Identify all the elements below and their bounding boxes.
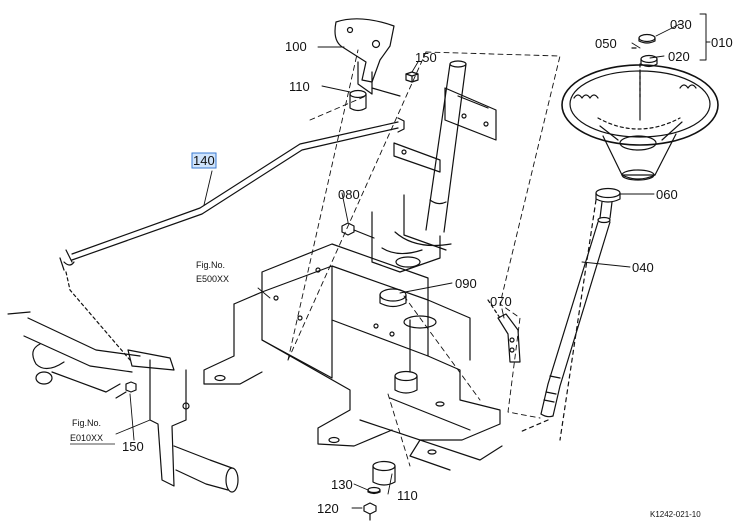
- label-150-top: 150: [415, 50, 437, 65]
- label-090: 090: [455, 276, 477, 291]
- part-labels: 100 110 150 140 080 090 070 050 020 030 …: [122, 17, 733, 516]
- steering-shaft: [519, 187, 621, 441]
- center-cap-group: [631, 33, 658, 101]
- label-080: 080: [338, 187, 360, 202]
- bracket: [487, 299, 521, 363]
- left-linkage: [7, 311, 239, 493]
- leader-lines: [115, 23, 681, 509]
- bottom-hardware: [363, 460, 396, 521]
- label-010: 010: [711, 35, 733, 50]
- fig-ref-code-1[interactable]: E500XX: [196, 274, 229, 284]
- label-050: 050: [595, 36, 617, 51]
- label-140[interactable]: 140: [193, 153, 215, 168]
- figure-references: Fig.No. E500XX Fig.No. E010XX: [70, 260, 229, 445]
- label-150-left: 150: [122, 439, 144, 454]
- fig-ref-code-2[interactable]: E010XX: [70, 433, 103, 443]
- drawing-code: K1242-021-10: [650, 510, 701, 519]
- label-110-top: 110: [289, 79, 310, 94]
- highlight-box: [191, 152, 217, 169]
- steering-column: [393, 60, 497, 251]
- label-130: 130: [331, 477, 353, 492]
- assembly-lines: [287, 49, 561, 467]
- label-020: 020: [668, 49, 690, 64]
- label-120: 120: [317, 501, 339, 516]
- lever-plate: [334, 18, 401, 97]
- base-frame: [203, 211, 503, 471]
- fig-ref-label-1: Fig.No.: [196, 260, 225, 270]
- label-070: 070: [490, 294, 512, 309]
- label-060: 060: [656, 187, 678, 202]
- label-100: 100: [285, 39, 307, 54]
- label-030: 030: [670, 17, 692, 32]
- label-110-bottom: 110: [397, 488, 418, 503]
- tie-rod: [59, 117, 405, 361]
- fig-ref-label-2: Fig.No.: [72, 418, 101, 428]
- label-040: 040: [632, 260, 654, 275]
